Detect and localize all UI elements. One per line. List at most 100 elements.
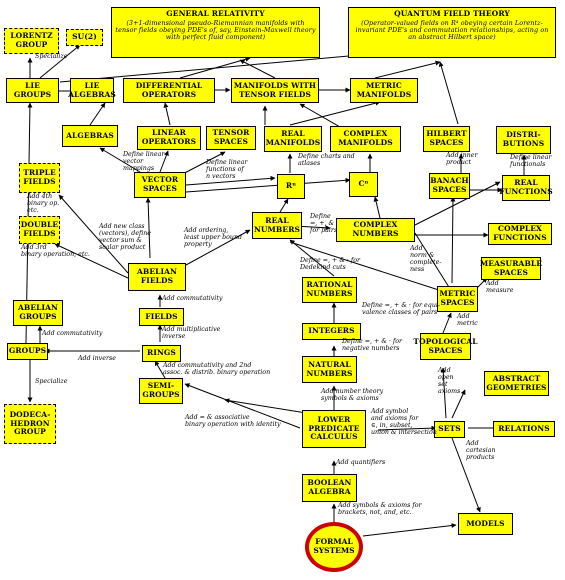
lower-predicate-calculus-box: LOWER PREDICATE CALCULUS <box>302 410 366 448</box>
note-add-measure: Add measure <box>486 280 514 294</box>
note-add-inverse: Add inverse <box>78 355 116 362</box>
edge <box>279 198 289 213</box>
fields-box: FIELDS <box>139 308 184 326</box>
complex-functions-box: COMPLEX FUNCTIONS <box>488 223 552 245</box>
banach-spaces-box: BANACH SPACES <box>429 173 470 199</box>
models-box: MODELS <box>458 513 513 535</box>
note-add-inner-product: Add inner product <box>446 152 478 166</box>
note-specialize-bottom: Specialize <box>35 378 68 385</box>
complex-manifolds-box: COMPLEX MANIFOLDS <box>330 126 401 152</box>
edge <box>451 389 466 419</box>
distributions-box: DISTRI- BUTIONS <box>496 126 551 154</box>
general-relativity-title: GENERAL RELATIVITY <box>166 9 265 18</box>
metric-spaces-box: METRIC SPACES <box>437 286 478 312</box>
edge <box>377 425 437 431</box>
note-define-negative: Define =, + & · for negative numbers <box>342 338 403 352</box>
edge <box>58 194 129 274</box>
quantum-field-theory-description: (Operator-valued fields on R⁴ obeying ce… <box>355 18 549 42</box>
groups-box: GROUPS <box>7 343 48 360</box>
edge <box>185 175 276 186</box>
note-define-equivalence: Define =, + & · for equi- valence classe… <box>362 302 441 316</box>
edge <box>450 196 456 284</box>
relations-box: RELATIONS <box>493 421 555 437</box>
edge <box>145 197 151 259</box>
note-add-multiplicative-inverse: Add multiplicative inverse <box>162 326 221 340</box>
general-relativity-description: (3+1-dimensional pseudo-Riemannian manif… <box>115 18 316 42</box>
abelian-groups-box: ABELIAN GROUPS <box>13 300 63 326</box>
edge <box>440 367 447 419</box>
sets-box: SETS <box>434 421 465 438</box>
hilbert-spaces-box: HILBERT SPACES <box>423 126 470 152</box>
dodecahedron-group-box: DODECA- HEDRON GROUP <box>4 404 56 444</box>
real-functions-box: REAL FUNCTIONS <box>499 175 553 201</box>
vector-spaces-box: VECTOR SPACES <box>134 172 186 198</box>
general-relativity-box: GENERAL RELATIVITY (3+1-dimensional pseu… <box>111 7 320 58</box>
edge <box>414 181 501 226</box>
edge <box>289 100 381 126</box>
note-add-cartesian: Add cartesian products <box>466 440 496 461</box>
real-manifolds-box: REAL MANIFOLDS <box>264 126 322 152</box>
abstract-geometries-box: ABSTRACT GEOMETRIES <box>484 371 549 396</box>
note-add-open-set: Add open set axioms <box>438 367 461 395</box>
integers-box: INTEGERS <box>302 323 361 340</box>
edge <box>185 229 251 266</box>
edge <box>99 147 141 173</box>
cn-box: Cⁿ <box>349 172 378 197</box>
note-define-linear-vector-mappings: Define linear vector mappings <box>123 151 165 172</box>
complex-numbers-box: COMPLEX NUMBERS <box>336 218 415 242</box>
note-add-new-class: Add new class (vectors), define vector s… <box>99 223 152 251</box>
edge <box>89 102 106 126</box>
edge <box>438 61 459 125</box>
edge <box>362 523 457 537</box>
note-add-quantifiers: Add quantifiers <box>336 459 386 466</box>
note-specialize-top: Specialize <box>35 53 68 60</box>
edge <box>184 383 301 429</box>
rational-numbers-box: RATIONAL NUMBERS <box>302 277 357 303</box>
natural-numbers-box: NATURAL NUMBERS <box>302 356 357 383</box>
edge <box>239 59 276 79</box>
note-add-ordering: Add ordering, least upper bound property <box>184 227 243 248</box>
double-fields-box: DOUBLE FIELDS <box>19 216 60 244</box>
edge <box>54 243 129 279</box>
edge <box>373 196 381 219</box>
note-add-symbols-boolean: Add symbols & axioms for brackets, not, … <box>338 502 422 516</box>
boolean-algebra-box: BOOLEAN ALGEBRA <box>302 474 357 502</box>
formal-systems-node: FORMAL SYSTEMS <box>305 522 363 572</box>
note-define-charts-atlases: Define charts and atlases <box>298 153 355 167</box>
note-define-linear-functions: Define linear functions of n vectors <box>206 159 248 180</box>
edge <box>159 150 169 173</box>
quantum-field-theory-title: QUANTUM FIELD THEORY <box>394 9 510 18</box>
semi-groups-box: SEMI- GROUPS <box>139 378 183 404</box>
edge <box>39 44 81 79</box>
manifolds-tensor-fields-box: MANIFOLDS WITH TENSOR FIELDS <box>231 78 319 103</box>
note-define-plus-times-pairs: Define =, +, & for pairs <box>310 213 338 234</box>
edge <box>414 232 453 293</box>
edge <box>289 241 446 293</box>
rn-box: Rⁿ <box>277 174 305 199</box>
tensor-spaces-box: TENSOR SPACES <box>206 126 256 150</box>
note-define-dedekind: Define =, + & · for Dedekind cuts <box>300 257 361 271</box>
note-add-norm-completeness: Add norm & complete- ness <box>410 245 442 273</box>
abelian-fields-box: ABELIAN FIELDS <box>128 263 186 291</box>
note-add-commutativity-fields: Add commutativity <box>162 295 223 302</box>
real-numbers-box: REAL NUMBERS <box>252 212 302 239</box>
note-add-equals-assoc: Add = & associative binary operation wit… <box>185 414 281 428</box>
topological-spaces-box: TOPOLOGICAL SPACES <box>413 333 477 360</box>
rings-box: RINGS <box>142 345 181 362</box>
su2-box: SU(2) <box>66 29 103 46</box>
measurable-spaces-box: MEASURABLE SPACES <box>480 257 542 280</box>
algebras-box: ALGEBRAS <box>62 125 118 147</box>
note-add-4th-binary: Add 4th binary op. etc. <box>27 193 60 214</box>
note-add-commutativity-groups: Add commutativity <box>42 330 103 337</box>
lorentz-group-box: LORENTZ GROUP <box>4 28 59 54</box>
lie-groups-box: LIE GROUPS <box>6 78 59 103</box>
edge <box>154 360 166 379</box>
note-add-symbol-axioms: Add symbol and axioms for ∈, in, subset,… <box>371 408 437 436</box>
edge <box>289 239 335 277</box>
lie-algebras-box: LIE ALGEBRAS <box>68 78 116 103</box>
note-define-linear-functionals: Define linear functionals <box>510 154 552 168</box>
metric-manifolds-box: METRIC MANIFOLDS <box>350 78 418 103</box>
edge <box>59 52 361 83</box>
edge <box>374 60 441 79</box>
note-add-number-theory: Add number theory symbols & axioms <box>321 388 384 402</box>
